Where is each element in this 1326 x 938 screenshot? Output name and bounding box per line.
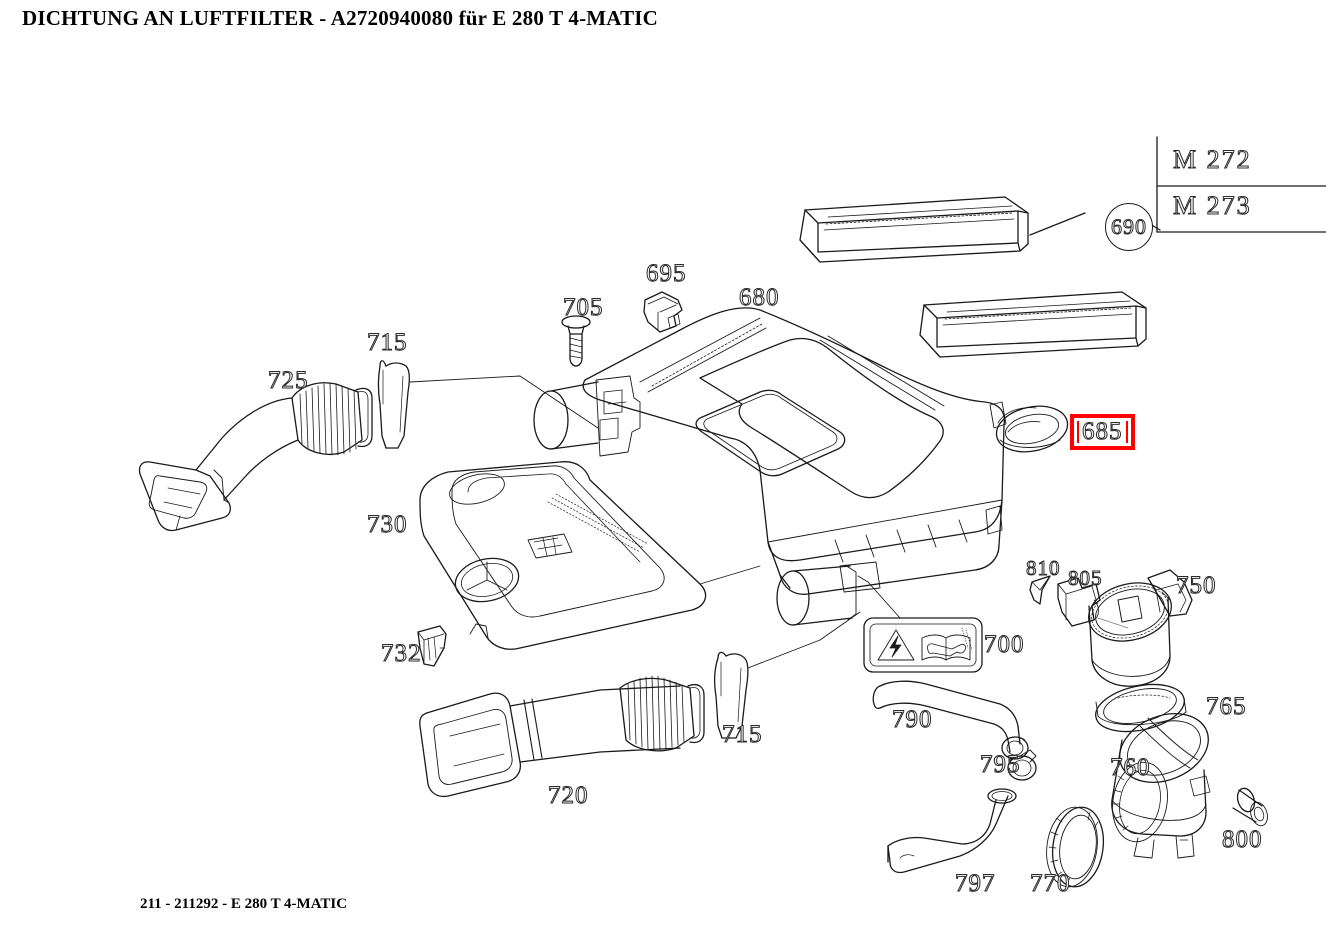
bushing-800: [1232, 787, 1268, 827]
callout-700[interactable]: 700: [984, 631, 1025, 658]
engine-cover-730: [419, 461, 761, 650]
air-intake-duct-720: [419, 675, 705, 798]
callout-795[interactable]: 795: [980, 751, 1021, 778]
callout-750[interactable]: 750: [1176, 572, 1217, 599]
breather-hose-790: [872, 680, 1029, 760]
callout-732[interactable]: 732: [381, 640, 422, 667]
engine-variant-row-m273: M 273: [1157, 183, 1326, 229]
engine-code-m273: M 273: [1173, 191, 1252, 221]
engine-code-m272: M 272: [1173, 145, 1252, 175]
cover-clip-732: [417, 625, 447, 667]
callout-810[interactable]: 810: [1026, 556, 1061, 580]
breather-hose-797: [887, 788, 1017, 874]
gasket-ring-765: [1095, 683, 1187, 733]
callout-680[interactable]: 680: [739, 284, 780, 311]
callout-770[interactable]: 770: [1030, 870, 1071, 897]
callout-715-upper[interactable]: 715: [367, 329, 408, 356]
callout-790[interactable]: 790: [892, 706, 933, 733]
callout-725[interactable]: 725: [268, 367, 309, 394]
hose-clamp-795: [1007, 749, 1037, 781]
callout-715-lower[interactable]: 715: [722, 721, 763, 748]
callout-720[interactable]: 720: [548, 782, 589, 809]
callout-760[interactable]: 760: [1110, 754, 1151, 781]
engine-variant-row-m272: M 272: [1157, 137, 1326, 183]
engine-variant-box: M 272 M 273: [1157, 137, 1326, 229]
callout-690: 690: [1111, 214, 1147, 239]
callout-805[interactable]: 805: [1068, 566, 1103, 590]
callout-797[interactable]: 797: [955, 870, 996, 897]
callout-685-label: 685: [1079, 419, 1126, 445]
intake-manifold-flange-760: [1111, 713, 1211, 859]
air-filter-element-lower: [919, 291, 1147, 358]
sealing-ring-770: [1046, 806, 1105, 888]
callout-800[interactable]: 800: [1222, 826, 1263, 853]
expanding-rivet-705: [561, 315, 591, 367]
engine-code-box-frame: [1029, 136, 1326, 236]
callout-765[interactable]: 765: [1206, 693, 1247, 720]
air-intake-duct-725: [138, 382, 373, 532]
warning-sticker-700: [857, 575, 983, 673]
throttle-valve-actuator-750: [1088, 569, 1193, 687]
callout-685-highlighted[interactable]: 685: [1070, 414, 1135, 450]
callout-695[interactable]: 695: [646, 260, 687, 287]
seal-on-air-filter-685: [995, 405, 1069, 453]
retaining-clip-715-lower: [714, 611, 861, 739]
callout-705[interactable]: 705: [563, 294, 604, 321]
retaining-clip-715-upper: [377, 360, 599, 449]
air-filter-element-upper: [799, 196, 1029, 263]
page-title: DICHTUNG AN LUFTFILTER - A2720940080 für…: [22, 6, 659, 30]
page-footer: 211 - 211292 - E 280 T 4-MATIC: [140, 896, 348, 912]
spring-clip-695: [643, 291, 683, 333]
callout-690-circle[interactable]: 690: [1105, 203, 1153, 251]
retaining-pin-810: [1029, 575, 1051, 605]
air-filter-housing: [533, 307, 1007, 626]
callout-730[interactable]: 730: [367, 511, 408, 538]
